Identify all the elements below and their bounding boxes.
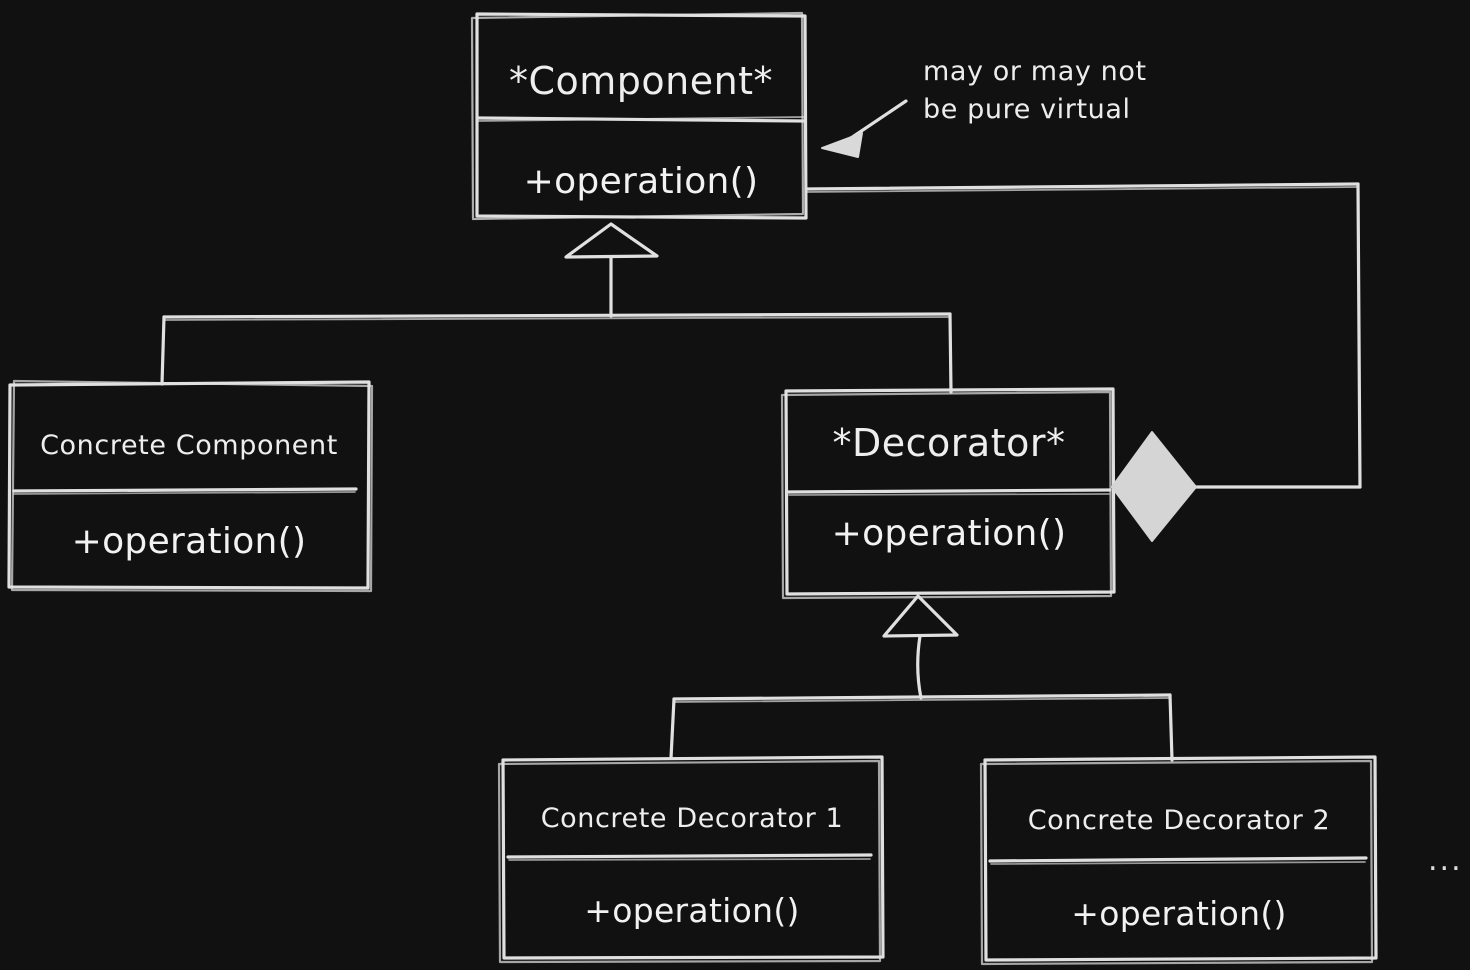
class-component-name: *Component* <box>508 59 774 103</box>
class-decorator-name: *Decorator* <box>832 421 1066 465</box>
class-decorator-operations: +operation() <box>831 513 1067 554</box>
decorator-box-outline <box>780 387 1116 600</box>
hollow-triangle-icon-2 <box>882 594 959 638</box>
note-pure-virtual: may or may not be pure virtual <box>923 56 1147 126</box>
class-concrete-decorator-1-operations: +operation() <box>584 891 800 930</box>
component-box-outline <box>470 11 808 221</box>
solid-arrowhead-icon <box>821 132 863 158</box>
class-concrete-decorator-2-name: Concrete Decorator 2 <box>1027 805 1331 836</box>
concrete-component-divider <box>12 487 358 493</box>
concrete-decorator-2-divider <box>988 856 1368 863</box>
note-leader <box>821 99 908 158</box>
hollow-triangle-icon <box>564 222 659 259</box>
class-decorator[interactable]: *Decorator* +operation() <box>784 389 1114 595</box>
class-component[interactable]: *Component* +operation() <box>476 13 806 219</box>
class-concrete-decorator-2[interactable]: Concrete Decorator 2 +operation() <box>983 757 1375 960</box>
class-concrete-component-name: Concrete Component <box>40 430 338 461</box>
class-component-operations: +operation() <box>523 161 759 202</box>
class-concrete-decorator-2-operations: +operation() <box>1071 894 1287 933</box>
class-concrete-component-operations: +operation() <box>71 521 307 562</box>
concrete-decorator-2-box-outline <box>979 755 1378 966</box>
class-concrete-decorator-1-name: Concrete Decorator 1 <box>540 803 844 834</box>
concrete-decorator-1-divider <box>506 853 873 859</box>
more-decorators-ellipsis: ... <box>1428 843 1463 878</box>
concrete-component-box-outline <box>7 379 374 593</box>
filled-diamond-icon <box>1111 431 1197 542</box>
class-concrete-decorator-1[interactable]: Concrete Decorator 1 +operation() <box>501 757 883 960</box>
concrete-decorator-1-box-outline <box>497 755 885 964</box>
class-concrete-component[interactable]: Concrete Component +operation() <box>9 382 369 590</box>
aggregation-decorator-component <box>804 182 1362 542</box>
generalization-to-component <box>160 222 953 394</box>
decorator-divider <box>786 488 1112 494</box>
generalization-to-decorator <box>669 594 1174 762</box>
